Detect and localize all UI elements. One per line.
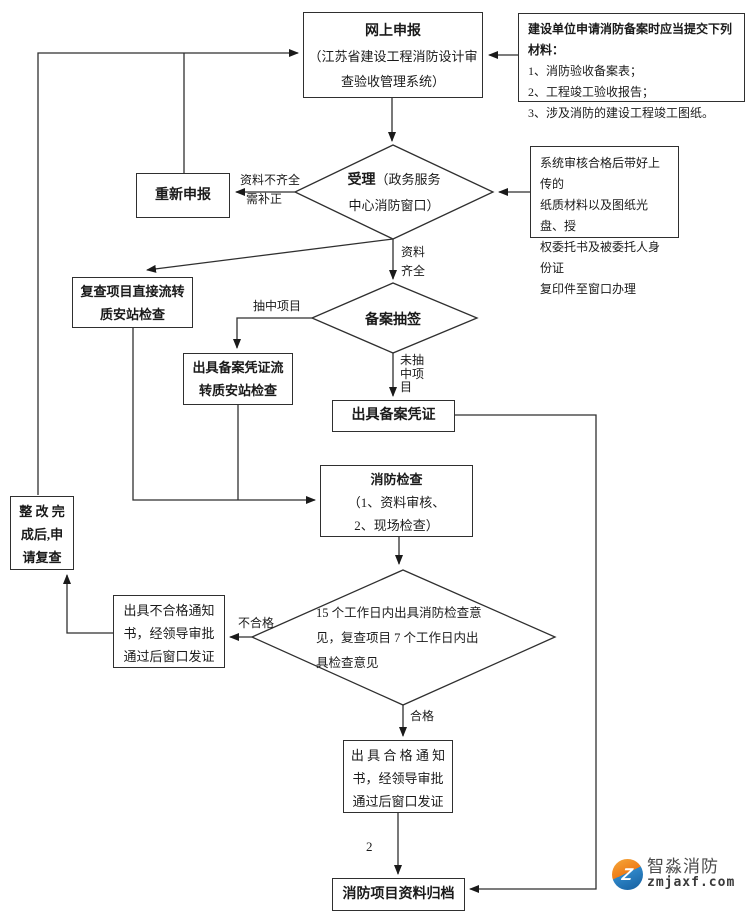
node-rectify-recheck: 整 改 完 成后,申 请复查 [10, 496, 74, 570]
archive-label: 消防项目资料归档 [342, 887, 455, 902]
node-issue-cert: 出具备案凭证 [332, 400, 455, 432]
materials-item: 1、消防验收备案表； [528, 64, 643, 78]
node-fail-notice: 出具不合格通知 书，经领导审批 通过后窗口发证 [113, 595, 225, 668]
node-opinion-diamond: 15 个工作日内出具消防检查意 见，复查项目 7 个工作日内出 具检查意见 [316, 601, 496, 676]
brand-domain: zmjaxf.com [647, 875, 736, 890]
lottery-diamond-shape [310, 282, 479, 354]
node-accept-diamond: 受理（政务服务 中心消防窗口） [304, 167, 484, 218]
issue-cert-transfer-line: 出具备案凭证流 [192, 360, 284, 375]
opinion-line: 15 个工作日内出具消防检查意 [316, 606, 482, 620]
fire-check-line: 2、现场检查） [354, 518, 439, 533]
issue-cert-transfer-line: 转质安站检查 [198, 383, 277, 398]
node-lottery-diamond: 备案抽签 [333, 309, 453, 329]
recheck-direct-line: 复查项目直接流转 [80, 284, 185, 299]
fail-notice-line: 书，经领导审批 [123, 626, 215, 641]
edge-label-pass: 合格 [410, 709, 435, 723]
brand-text: 智淼消防 zmjaxf.com [647, 858, 735, 890]
rectify-line: 整 改 完 [19, 504, 65, 519]
materials-item: 3、涉及消防的建设工程竣工图纸。 [528, 106, 715, 120]
node-online-declare: 网上申报 （江苏省建设工程消防设计审 查验收管理系统） [303, 12, 483, 98]
pass-notice-line: 书，经领导审批 [352, 771, 444, 786]
node-fire-check: 消防检查 （1、资料审核、 2、现场检查） [320, 465, 473, 537]
node-pass-notice: 出 具 合 格 通 知 书，经领导审批 通过后窗口发证 [343, 740, 453, 813]
opinion-line: 具检查意见 [316, 656, 379, 670]
node-archive: 消防项目资料归档 [332, 878, 465, 911]
pass-notice-line: 通过后窗口发证 [352, 794, 444, 809]
node-redeclare: 重新申报 [136, 173, 230, 218]
window-note-line: 纸质材料以及图纸光盘、授 [540, 198, 649, 233]
edge-label-fail: 不合格 [238, 616, 275, 630]
edge-label-not-drawn: 未抽 中项 目 [400, 353, 425, 394]
materials-item: 2、工程竣工验收报告； [528, 85, 655, 99]
rectify-line: 成后,申 [20, 527, 64, 542]
online-declare-subtitle: （江苏省建设工程消防设计审 [308, 49, 478, 64]
page-number: 2 [366, 839, 373, 854]
node-recheck-direct: 复查项目直接流转 质安站检查 [72, 277, 193, 328]
online-declare-title: 网上申报 [365, 24, 421, 39]
accept-line2: 中心消防窗口） [348, 198, 440, 213]
pass-notice-line: 出 具 合 格 通 知 [350, 748, 446, 763]
window-note-line: 权委托书及被委托人身份证 [540, 240, 661, 275]
fire-check-line: （1、资料审核、 [347, 495, 446, 510]
node-materials-note: 建设单位申请消防备案时应当提交下列材料： 1、消防验收备案表； 2、工程竣工验收… [518, 13, 745, 120]
edge-label-complete: 资料 齐全 [401, 245, 426, 278]
recheck-direct-line: 质安站检查 [99, 307, 165, 322]
edge-label-drawn: 抽中项目 [253, 299, 302, 313]
window-note-line: 复印件至窗口办理 [540, 282, 637, 296]
brand-logo-icon: Z [612, 858, 643, 890]
opinion-line: 见，复查项目 7 个工作日内出 [316, 631, 479, 645]
brand-name: 智淼消防 [647, 857, 719, 876]
redeclare-label: 重新申报 [155, 188, 211, 203]
edge-label-incomplete: 资料不齐全 需补正 [240, 173, 301, 206]
fail-notice-line: 通过后窗口发证 [123, 649, 215, 664]
issue-cert-label: 出具备案凭证 [351, 408, 436, 423]
window-note-line: 系统审核合格后带好上传的 [540, 156, 661, 191]
node-window-note: 系统审核合格后带好上传的 纸质材料以及图纸光盘、授 权委托书及被委托人身份证 复… [530, 146, 679, 296]
lottery-label: 备案抽签 [365, 313, 421, 328]
fire-check-title: 消防检查 [370, 472, 423, 487]
node-issue-cert-transfer: 出具备案凭证流 转质安站检查 [183, 353, 293, 405]
fail-notice-line: 出具不合格通知 [123, 603, 215, 618]
accept-diamond-shape [293, 144, 495, 240]
materials-heading: 建设单位申请消防备案时应当提交下列材料： [528, 22, 733, 57]
rectify-line: 请复查 [22, 550, 62, 565]
watermark-logo: Z 智淼消防 zmjaxf.com [612, 858, 735, 890]
accept-title: 受理（政务服务 [347, 172, 441, 188]
online-declare-subtitle: 查验收管理系统） [340, 74, 445, 89]
opinion-diamond-shape [250, 569, 557, 706]
